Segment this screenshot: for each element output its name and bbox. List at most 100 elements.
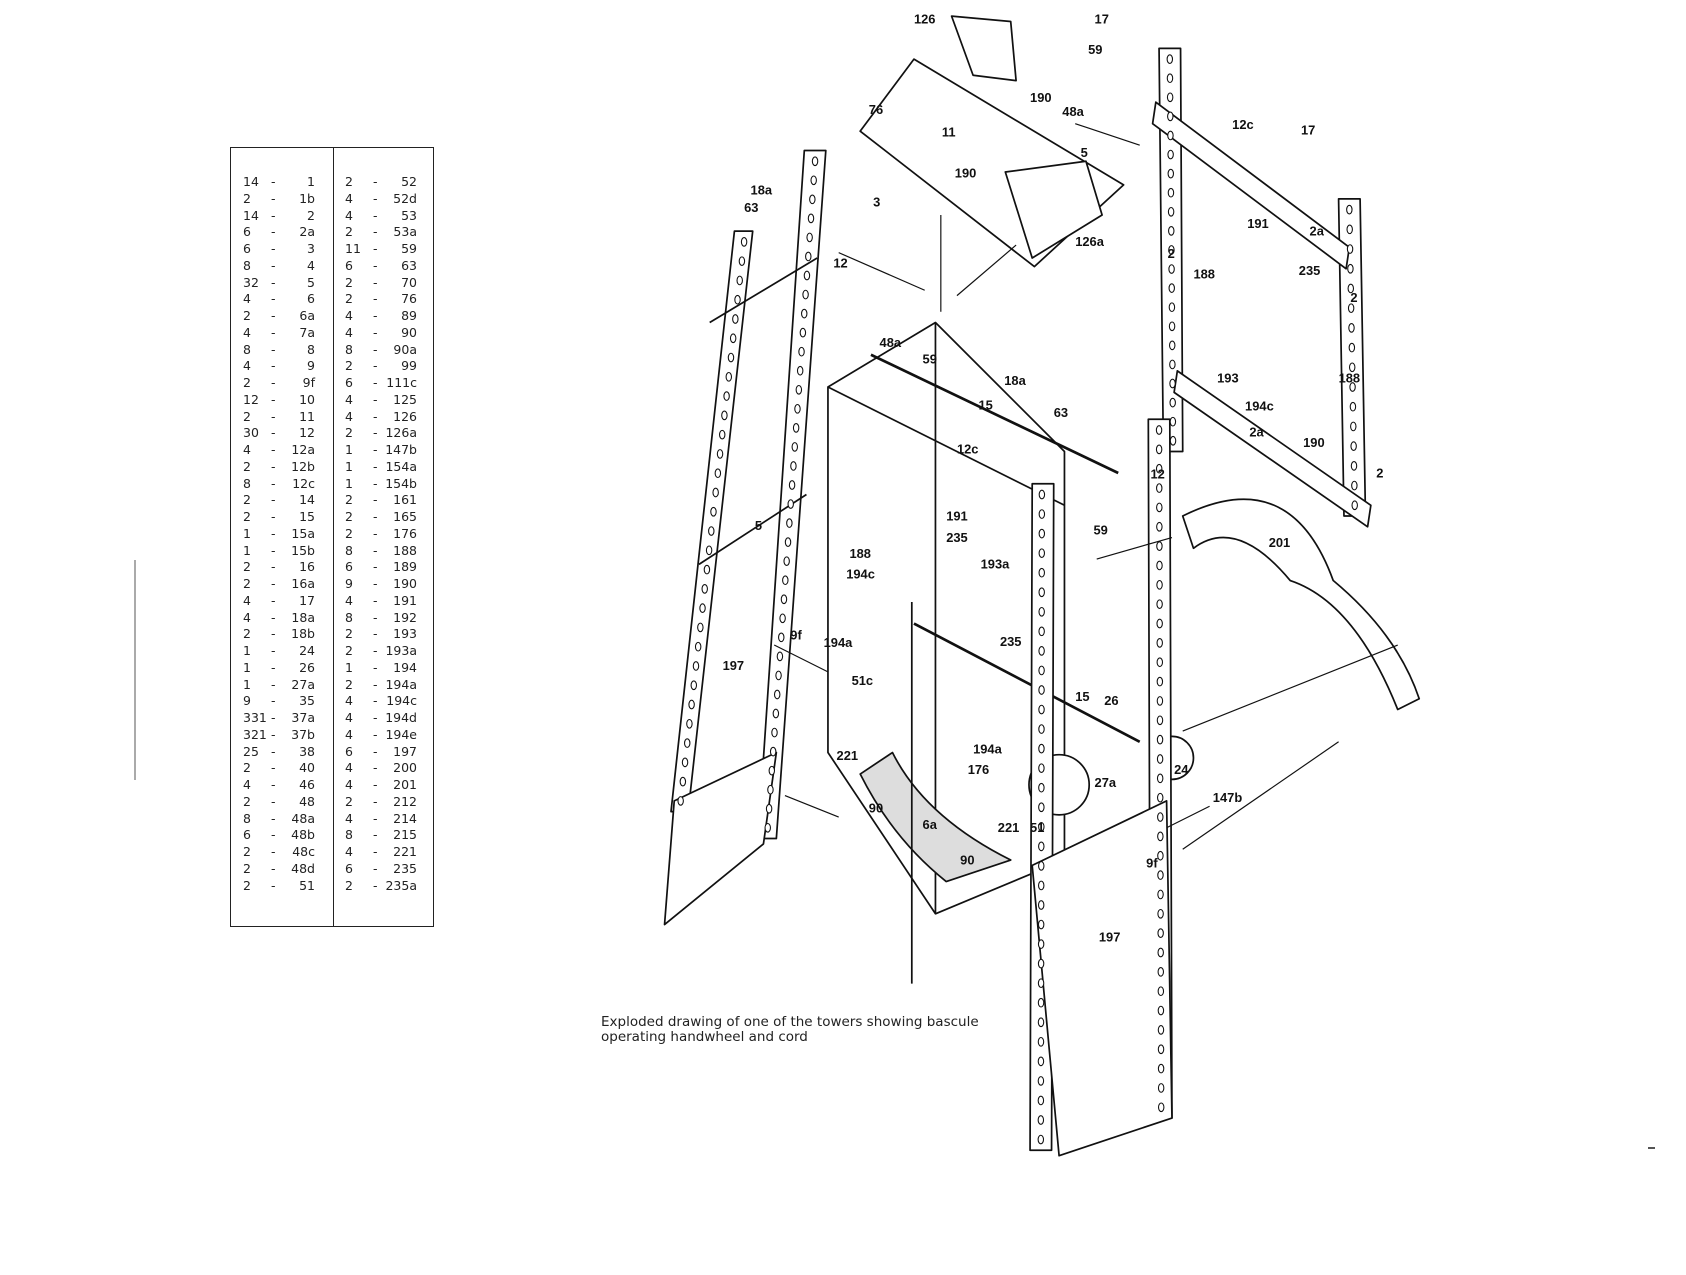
perforation-hole — [1346, 204, 1353, 215]
separator: - — [373, 559, 378, 575]
quantity: 1 — [345, 458, 353, 474]
perforation-hole — [1157, 889, 1164, 900]
part-number: 176 — [393, 525, 417, 541]
perforation-hole — [1157, 1063, 1165, 1074]
quantity: 4 — [243, 609, 251, 625]
separator: - — [271, 693, 276, 709]
part-number: 48b — [291, 827, 315, 843]
perforation-hole — [772, 708, 780, 719]
separator: - — [373, 358, 378, 374]
perforation-hole — [788, 480, 796, 490]
perforation-hole — [803, 270, 811, 281]
parts-row: 1-147b — [333, 442, 435, 459]
part-number: 18b — [291, 626, 315, 642]
parts-row: 25-38 — [231, 744, 333, 761]
part-number: 197 — [393, 743, 417, 759]
perforation-hole — [694, 641, 702, 652]
parts-row: 2-9f — [231, 375, 333, 392]
quantity: 2 — [243, 458, 251, 474]
callout: 9f — [790, 628, 802, 643]
separator: - — [373, 626, 378, 642]
quantity: 14 — [243, 174, 259, 189]
callout: 147b — [1213, 790, 1243, 805]
quantity: 2 — [345, 492, 353, 508]
perforation-hole — [1167, 206, 1175, 217]
quantity: 30 — [243, 425, 259, 441]
separator: - — [373, 710, 378, 725]
callout: 2a — [1310, 223, 1325, 238]
perforation-hole — [1037, 919, 1045, 930]
parts-row: 1-26 — [231, 660, 333, 677]
perforation-hole — [1347, 263, 1354, 274]
perforation-hole — [1167, 149, 1174, 160]
separator: - — [373, 425, 378, 441]
separator: - — [373, 743, 378, 759]
perforation-hole — [1156, 696, 1164, 706]
quantity: 1 — [345, 475, 353, 491]
separator: - — [271, 174, 276, 189]
perforation-hole — [1038, 489, 1046, 500]
callout: 188 — [849, 546, 871, 561]
perforation-hole — [723, 391, 730, 401]
quantity: 2 — [345, 676, 353, 692]
separator: - — [373, 509, 378, 524]
callout: 197 — [723, 658, 745, 673]
parts-row: 4-17 — [231, 593, 333, 610]
quantity: 8 — [345, 827, 353, 843]
perforation-hole — [740, 237, 748, 247]
perforation-hole — [791, 442, 799, 452]
quantity: 6 — [345, 559, 353, 575]
parts-row: 4-125 — [333, 392, 435, 409]
callout: 190 — [1303, 435, 1325, 450]
callout: 63 — [1054, 405, 1068, 420]
parts-row: 4-191 — [333, 593, 435, 610]
part-number: 212 — [393, 793, 417, 809]
perforation-hole — [1156, 657, 1164, 668]
quantity: 8 — [243, 257, 251, 273]
perforation-hole — [1348, 323, 1355, 333]
parts-row: 1-24 — [231, 643, 333, 660]
quantity: 11 — [345, 241, 361, 256]
part-number: 14 — [299, 492, 315, 508]
perforation-hole — [771, 727, 778, 738]
quantity: 1 — [243, 676, 251, 692]
parts-row: 2-15 — [231, 509, 333, 526]
part-number: 4 — [307, 257, 315, 273]
quantity: 2 — [345, 358, 353, 374]
quantity: 2 — [243, 626, 251, 642]
parts-row: 4-90 — [333, 325, 435, 342]
perforation-hole — [1157, 947, 1164, 958]
perforation-hole — [780, 594, 788, 605]
perforation-hole — [1350, 441, 1357, 451]
parts-row: 4-18a — [231, 610, 333, 627]
perforation-hole — [1157, 1005, 1165, 1016]
callout: 12c — [957, 442, 979, 457]
parts-row: 6-197 — [333, 744, 435, 761]
separator: - — [373, 525, 378, 541]
part-number: 194d — [385, 710, 417, 725]
part-number: 192 — [393, 609, 417, 625]
perforation-hole — [1038, 528, 1046, 539]
part-number: 12a — [291, 442, 315, 457]
strip-right-top — [1151, 101, 1351, 270]
perforation-hole — [1038, 802, 1045, 813]
part-number: 27a — [291, 676, 315, 692]
part-number: 194 — [393, 659, 417, 675]
part-number: 194e — [385, 726, 417, 742]
perforation-hole — [688, 699, 695, 710]
part-number: 53a — [393, 224, 417, 240]
perforation-hole — [1038, 606, 1045, 617]
perforation-hole — [1156, 579, 1163, 590]
parts-row: 2-18b — [231, 626, 333, 643]
quantity: 331 — [243, 710, 267, 725]
perforation-hole — [1167, 187, 1175, 198]
perforation-hole — [1156, 521, 1163, 532]
callout: 18a — [1004, 373, 1026, 388]
callout: 90 — [869, 801, 883, 816]
separator: - — [271, 492, 276, 508]
figure-caption: Exploded drawing of one of the towers sh… — [601, 1015, 1021, 1045]
parts-row: 8-12c — [231, 476, 333, 493]
